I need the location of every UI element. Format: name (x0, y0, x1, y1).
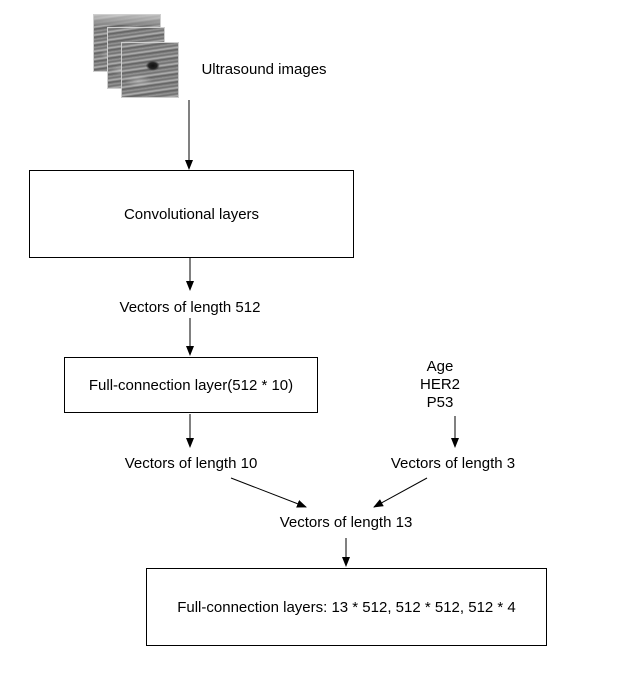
clinical-feature-p53: P53 (426, 394, 454, 411)
clinical-feature-her2: HER2 (419, 376, 461, 393)
clinical-feature-age: Age (426, 358, 454, 375)
vectors-13-label: Vectors of length 13 (279, 514, 413, 531)
vectors-512-label: Vectors of length 512 (119, 299, 261, 316)
convolutional-layers-box: Convolutional layers (29, 170, 354, 258)
fc-layers-label: Full-connection layers: 13 * 512, 512 * … (177, 598, 516, 616)
fc-layers-box: Full-connection layers: 13 * 512, 512 * … (146, 568, 547, 646)
ultrasound-images-label: Ultrasound images (201, 61, 327, 78)
arrow-vec3-to-vec13 (373, 477, 428, 508)
ultrasound-image-3 (121, 42, 179, 98)
vectors-10-label: Vectors of length 10 (124, 455, 258, 472)
fc-layer-box: Full-connection layer(512 * 10) (64, 357, 318, 413)
fc-layer-label: Full-connection layer(512 * 10) (88, 376, 294, 394)
convolutional-layers-label: Convolutional layers (123, 205, 260, 223)
clinical-features: Age HER2 P53 (420, 358, 460, 412)
arrow-vec10-to-vec13 (230, 477, 307, 508)
vectors-3-label: Vectors of length 3 (390, 455, 516, 472)
